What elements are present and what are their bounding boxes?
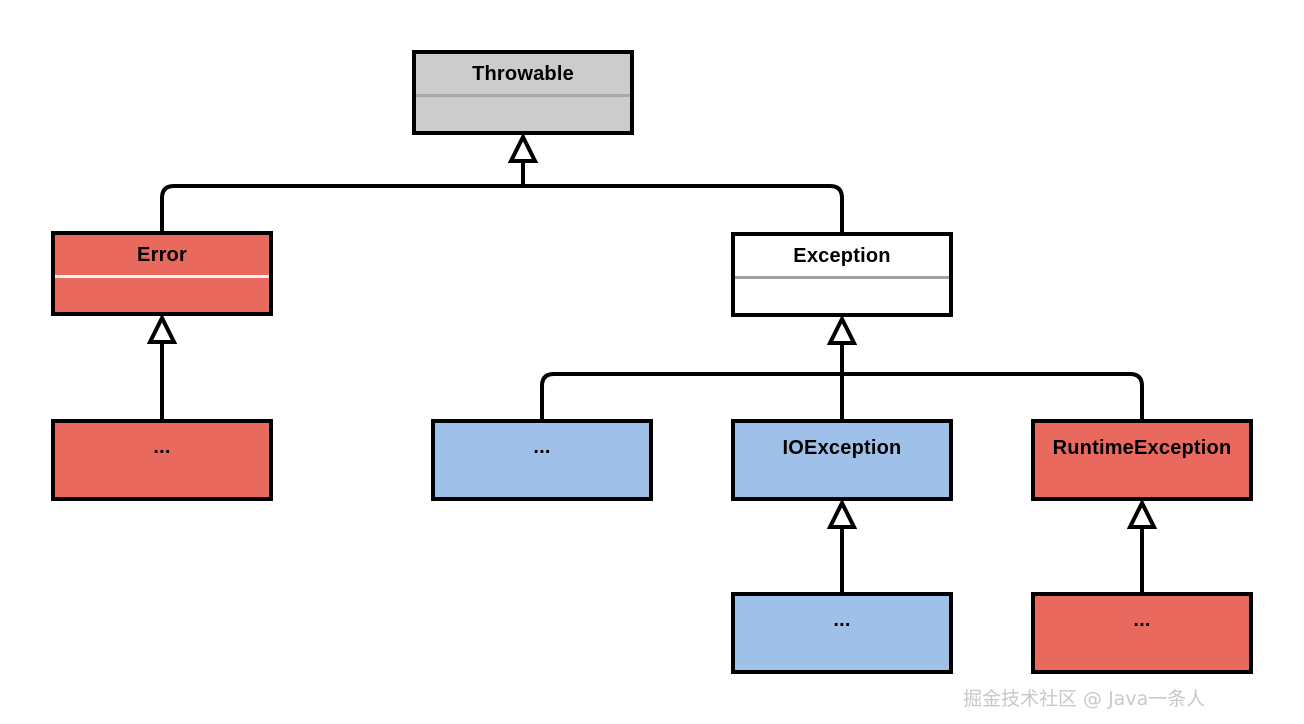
class-node-runtimeexception[interactable]: RuntimeException [1031, 419, 1253, 501]
compartment-divider [735, 276, 949, 279]
class-node-ioexception[interactable]: IOException [731, 419, 953, 501]
class-name-error-more: ... [153, 436, 171, 458]
compartment-divider [416, 94, 630, 97]
class-name-throwable: Throwable [472, 62, 574, 85]
class-name-ioexception-more: ... [833, 609, 851, 631]
watermark-text: 掘金技术社区 @ Java一条人 [963, 688, 1206, 710]
edge-group-runtimeexception [1126, 498, 1158, 592]
attributes-compartment [735, 279, 949, 313]
class-node-ioexception-more[interactable]: ... [731, 592, 953, 674]
edge-group-exception [540, 314, 1144, 419]
attributes-compartment [416, 97, 630, 131]
class-name-exception-more: ... [533, 436, 551, 458]
generalization-arrow-throwable [507, 132, 539, 163]
class-node-throwable[interactable]: Throwable [412, 50, 634, 135]
edge-group-error [146, 313, 178, 419]
attributes-compartment [55, 278, 269, 312]
class-node-error-more[interactable]: ... [51, 419, 273, 501]
class-name-error: Error [137, 243, 187, 266]
generalization-arrow-exception [826, 314, 858, 345]
class-name-ioexception: IOException [782, 437, 902, 459]
class-name-runtimeexception: RuntimeException [1052, 437, 1232, 459]
class-node-exception-more[interactable]: ... [431, 419, 653, 501]
generalization-arrow-ioexception [826, 498, 858, 529]
class-name-runtimeexception-more: ... [1133, 609, 1151, 631]
edge-group-ioexception [826, 498, 858, 592]
edge-group-throwable [160, 132, 844, 232]
class-node-runtimeexception-more[interactable]: ... [1031, 592, 1253, 674]
class-name-exception: Exception [793, 244, 891, 267]
class-node-exception[interactable]: Exception [731, 232, 953, 317]
class-node-error[interactable]: Error [51, 231, 273, 316]
generalization-arrow-error [146, 313, 178, 344]
generalization-arrow-runtimeexception [1126, 498, 1158, 529]
compartment-divider [55, 275, 269, 278]
